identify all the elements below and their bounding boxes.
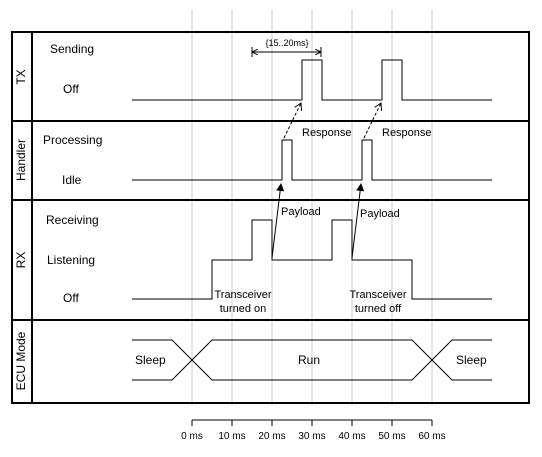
time-tick-label: 40 ms [338, 431, 365, 442]
state-label-tx-off: Off [63, 82, 79, 96]
ecu-state-run: Run [298, 353, 320, 367]
state-label-rx-receiving: Receiving [46, 213, 99, 227]
tx-waveform [132, 59, 492, 101]
lane-frame [11, 31, 530, 404]
transceiver-on-label-line1: Transceiver [214, 289, 271, 301]
time-tick-label: 60 ms [418, 431, 445, 442]
time-tick-label: 50 ms [378, 431, 405, 442]
state-label-tx-sending: Sending [50, 42, 94, 56]
state-label-handler-idle: Idle [62, 173, 82, 187]
transceiver-off-label-line1: Transceiver [349, 289, 406, 301]
ecu-state-sleep-start: Sleep [135, 353, 166, 367]
time-tick-label: 10 ms [218, 431, 245, 442]
handler-waveform [132, 139, 492, 181]
lane-title-tx: TX [14, 69, 28, 84]
payload-label-2: Payload [360, 208, 400, 220]
ecu-bus-upper [132, 339, 492, 381]
lane-title-ecu: ECU Mode [14, 331, 28, 390]
time-tick-label: 30 ms [298, 431, 325, 442]
time-tick-label: 0 ms [181, 431, 203, 442]
time-tick-label: 20 ms [258, 431, 285, 442]
lane-title-handler: Handler [14, 139, 28, 181]
transceiver-on-label-line2: turned on [220, 303, 266, 315]
state-label-rx-off: Off [63, 291, 79, 305]
range-label: {15..20ms} [265, 38, 308, 48]
time-axis [191, 419, 433, 426]
time-gridlines [191, 10, 433, 405]
rx-waveform [132, 219, 492, 300]
payload-label-1: Payload [281, 206, 321, 218]
ecu-bus-lower [132, 339, 492, 381]
state-label-rx-listening: Listening [47, 253, 95, 267]
response-label-1: Response [302, 127, 352, 139]
ecu-state-sleep-end: Sleep [456, 353, 487, 367]
response-arrow-2 [363, 103, 381, 139]
state-label-handler-processing: Processing [43, 133, 102, 147]
payload-arrow-1 [271, 183, 285, 259]
response-label-2: Response [382, 127, 432, 139]
payload-arrow-2 [351, 183, 365, 259]
response-arrow-1 [283, 103, 301, 139]
lane-title-rx: RX [14, 252, 28, 269]
diagram-border [11, 31, 530, 404]
transceiver-off-label-line2: turned off [355, 303, 402, 315]
ecu-mode-bus [132, 339, 492, 381]
